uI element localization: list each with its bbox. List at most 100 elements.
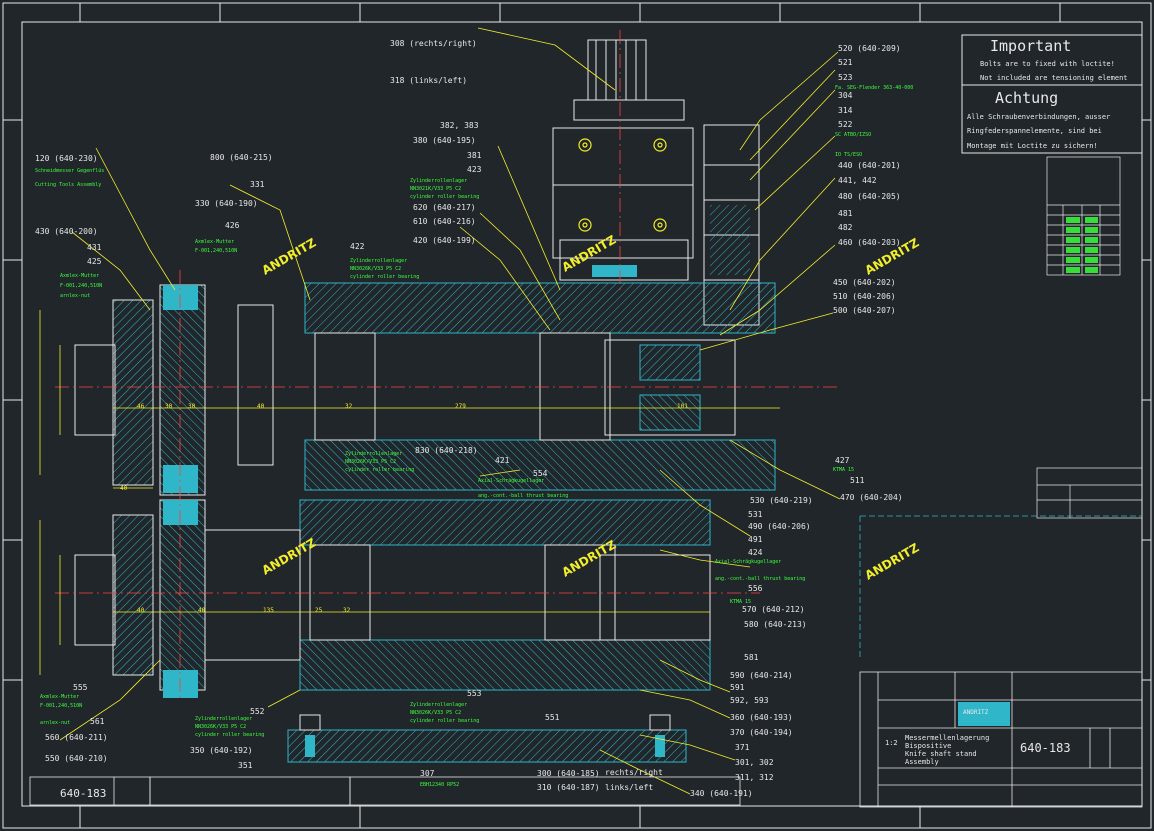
part-label: 360 (640-193) <box>730 713 793 722</box>
achtung-line-1: Alle Schraubenverbindungen, ausser <box>967 113 1110 121</box>
part-label: 531 <box>748 510 763 519</box>
part-label: 427 <box>835 456 850 465</box>
lower-shaft-assembly[interactable] <box>299 499 711 691</box>
dimension-text: 40 <box>257 403 265 410</box>
part-label: 580 (640-213) <box>744 620 807 629</box>
info-block <box>1036 467 1143 519</box>
green-note: Axmlex-Mutter <box>60 273 99 279</box>
part-label: 422 <box>350 242 365 251</box>
centre-lines <box>55 30 840 700</box>
title-desc-3: Knife shaft stand <box>905 750 977 758</box>
part-label: 450 (640-202) <box>833 278 896 287</box>
part-label: 371 <box>735 743 750 752</box>
part-label: 561 <box>90 717 105 726</box>
part-label: 521 <box>838 58 853 67</box>
green-note: cylinder roller bearing <box>410 194 479 200</box>
part-label: 590 (640-214) <box>730 671 793 680</box>
andritz-title-logo: ANDRITZ <box>963 709 989 716</box>
dimension-text: 32 <box>345 403 353 410</box>
torque-table-cells <box>1066 217 1098 273</box>
important-line-1: Bolts are to fixed with loctite! <box>980 60 1115 68</box>
part-label: 420 (640-199) <box>413 236 476 245</box>
green-note: Fa. SEG-Flender 363-40-000 <box>835 85 913 91</box>
part-label: 470 (640-204) <box>840 493 903 502</box>
part-label: 350 (640-192) <box>190 746 253 755</box>
part-label: 554 <box>533 469 548 478</box>
dimension-text: 101 <box>677 403 688 410</box>
part-label: 481 <box>838 209 853 218</box>
dimension-text: 46 <box>137 403 145 410</box>
part-label: 500 (640-207) <box>833 306 896 315</box>
part-label: 570 (640-212) <box>742 605 805 614</box>
part-label: 592, 593 <box>730 696 769 705</box>
part-label: 340 (640-191) <box>690 789 753 798</box>
part-label: 460 (640-203) <box>838 238 901 247</box>
green-note: IO TS/ESO <box>835 152 862 158</box>
green-note: F-001,240,510N <box>195 248 237 254</box>
green-note: ang.-cont.-ball thrust bearing <box>478 493 568 499</box>
part-label: 314 <box>838 106 853 115</box>
dimension-lines <box>39 310 780 675</box>
part-label: 522 <box>838 120 853 129</box>
part-label: 555 <box>73 683 88 692</box>
part-labels: 308 (rechts/right)318 (links/left)520 (6… <box>35 39 903 798</box>
green-note: NN3021K/V33 P5 C2 <box>410 186 461 192</box>
part-label: 351 <box>238 761 253 770</box>
part-label: 330 (640-190) <box>195 199 258 208</box>
dimension-text: 30 <box>165 403 173 410</box>
part-label: 560 (640-211) <box>45 733 108 742</box>
green-note: Cutting Tools Assembly <box>35 182 101 188</box>
green-note: SC ATBO/IZSO <box>835 132 871 138</box>
part-label: 490 (640-206) <box>748 522 811 531</box>
green-note: Zylinderrollenlager <box>345 451 402 457</box>
left-flange-lower[interactable] <box>74 499 301 698</box>
dimension-text: 30 <box>188 403 196 410</box>
title-block <box>859 671 1143 808</box>
part-label: 620 (640-217) <box>413 203 476 212</box>
part-label: 310 (640-187) <box>537 783 600 792</box>
green-note: Axial-Schrägkugellager <box>715 559 781 565</box>
achtung-line-3: Montage mit Loctite zu sichern! <box>967 142 1098 150</box>
green-note: F-001,240,510N <box>60 283 102 289</box>
important-line-2: Not included are tensioning element <box>980 74 1128 82</box>
part-label: 307 <box>420 769 435 778</box>
part-label: 431 <box>87 243 102 252</box>
left-flange-upper[interactable] <box>74 284 274 496</box>
green-note: Zylinderrollenlager <box>195 716 252 722</box>
green-note: Schneidmesser Gegenflüs <box>35 168 104 174</box>
part-label: 511 <box>850 476 865 485</box>
base-plate[interactable] <box>287 714 687 763</box>
green-note: Zylinderrollenlager <box>410 702 467 708</box>
green-note: arnlex-nut <box>60 293 90 299</box>
part-label: 551 <box>545 713 560 722</box>
part-label: 491 <box>748 535 763 544</box>
part-label: 318 (links/left) <box>390 76 467 85</box>
part-label: 523 <box>838 73 853 82</box>
gearbox-bolts <box>578 138 667 232</box>
part-label: 120 (640-230) <box>35 154 98 163</box>
bottom-left-box <box>29 776 741 806</box>
part-label: 301, 302 <box>735 758 774 767</box>
part-label: 426 <box>225 221 240 230</box>
green-note: NN3026K/V33 P5 C2 <box>410 710 461 716</box>
part-label: 424 <box>748 548 763 557</box>
part-label: 591 <box>730 683 745 692</box>
part-label: 300 (640-185) <box>537 769 600 778</box>
green-note: KTMA 15 <box>730 599 751 605</box>
part-label: 530 (640-219) <box>750 496 813 505</box>
title-desc-4: Assembly <box>905 758 939 766</box>
green-note: arnlex-nut <box>40 720 70 726</box>
part-label: 553 <box>467 689 482 698</box>
detail-view-frame <box>859 515 1142 660</box>
green-note: KTMA 15 <box>833 467 854 473</box>
upper-shaft-assembly[interactable] <box>304 282 776 491</box>
part-label: 421 <box>495 456 510 465</box>
part-label: 308 (rechts/right) <box>390 39 477 48</box>
part-label: 482 <box>838 223 853 232</box>
part-label: 423 <box>467 165 482 174</box>
part-label: 556 <box>748 584 763 593</box>
